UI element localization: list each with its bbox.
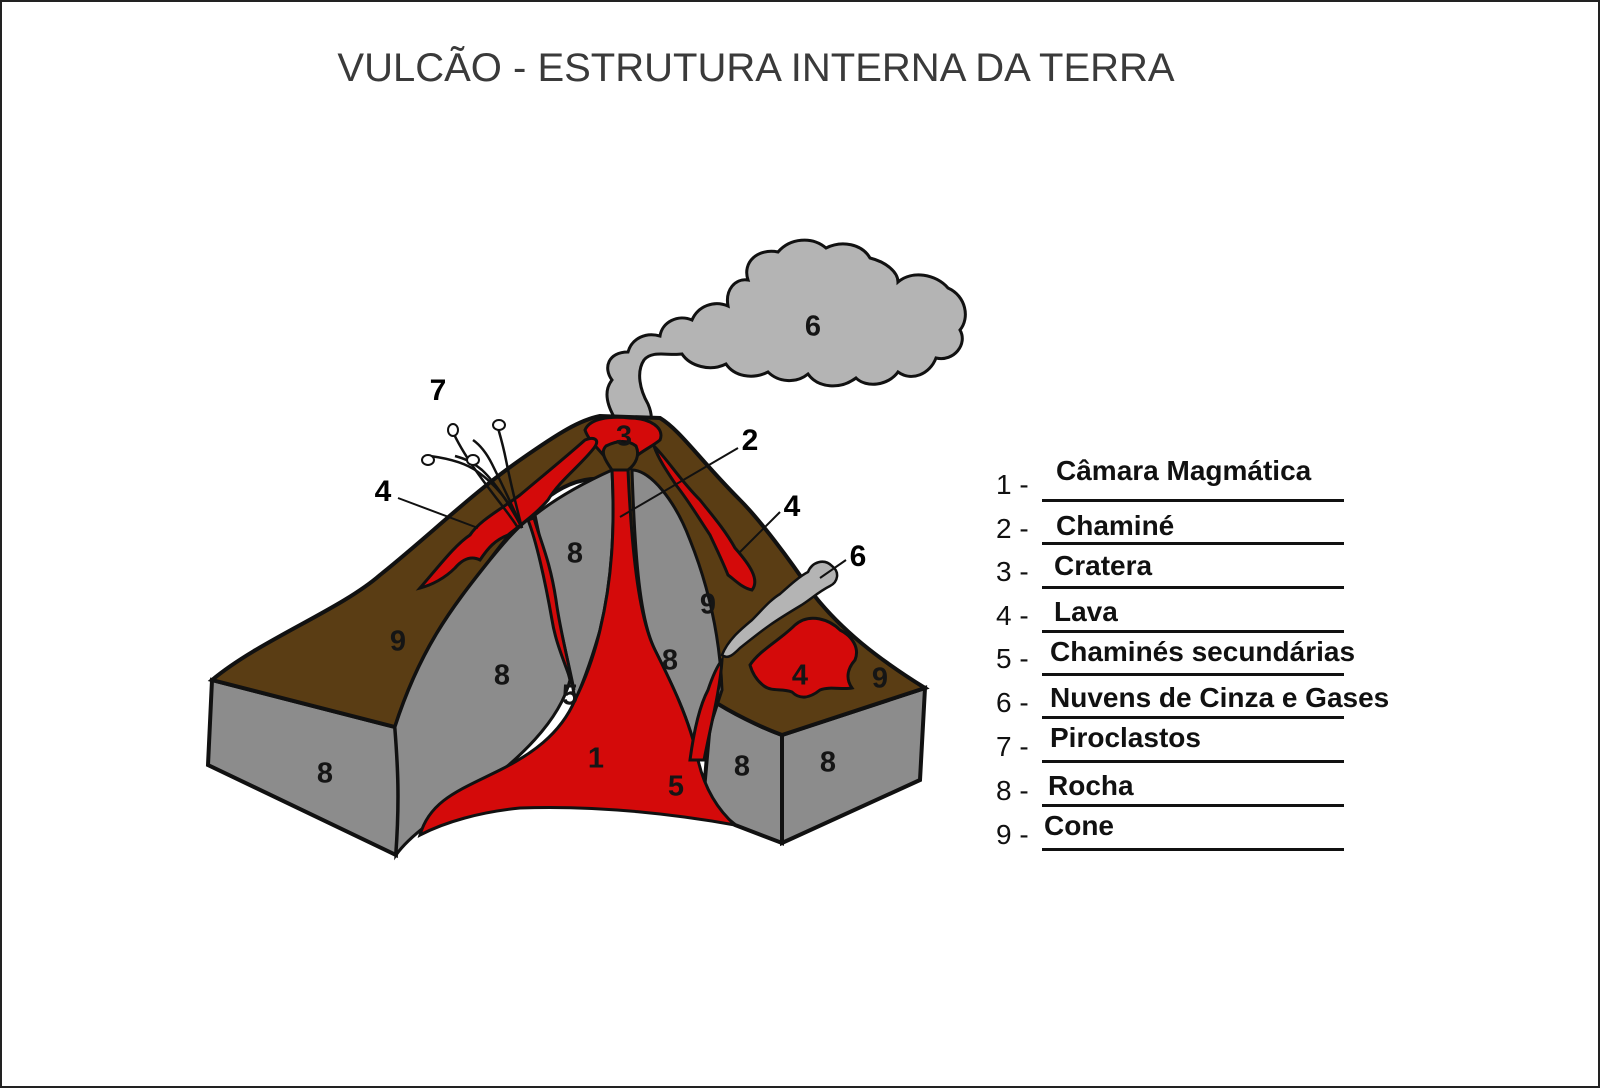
legend-label: Nuvens de Cinza e Gases [1050, 682, 1390, 713]
gas-puff-small [720, 560, 839, 659]
callout-pyroclasts: 7 [430, 374, 447, 407]
callout-chimney: 2 [742, 424, 759, 457]
legend-line [1042, 586, 1344, 589]
page-title: VULCÃO - ESTRUTURA INTERNA DA TERRA [337, 46, 1175, 90]
magma-chamber [417, 415, 741, 838]
legend-label: Chaminé [1056, 510, 1175, 541]
label-cone-right-far: 9 [872, 663, 888, 695]
legend-label: Cone [1044, 810, 1114, 841]
pyroclast-trails [429, 427, 524, 529]
callout-gas-small: 6 [850, 540, 867, 573]
legend-number: 3 - [996, 556, 1029, 587]
label-rock-center-right: 8 [662, 645, 678, 677]
legend-number: 2 - [996, 513, 1029, 544]
label-crater: 3 [616, 421, 632, 453]
legend-number: 1 - [996, 469, 1029, 500]
legend-number: 9 - [996, 819, 1029, 850]
legend-number: 8 - [996, 775, 1029, 806]
legend-line [1042, 630, 1344, 633]
label-rock-left-inner: 8 [494, 660, 510, 692]
legend-number: 5 - [996, 643, 1029, 674]
legend-line [1042, 716, 1344, 719]
legend-number: 4 - [996, 600, 1029, 631]
label-cone-right: 9 [700, 589, 716, 621]
legend-label: Lava [1054, 596, 1118, 627]
legend-number: 7 - [996, 731, 1029, 762]
callout-lines [397, 447, 847, 579]
legend-line [1042, 848, 1344, 851]
legend-line [1042, 760, 1344, 763]
legend-label: Chaminés secundárias [1050, 636, 1356, 667]
label-rock-center-left: 8 [567, 538, 583, 570]
label-cone-left: 9 [390, 626, 406, 658]
secondary-vent-left [526, 516, 576, 691]
ash-cloud [605, 238, 967, 434]
legend-number: 6 - [996, 687, 1029, 718]
lava-pool-right [748, 616, 858, 699]
label-secondary-vent-right: 5 [668, 771, 684, 803]
label-lava-pool: 4 [792, 660, 808, 692]
legend-line [1042, 542, 1344, 545]
label-rock-right-slab-a: 8 [734, 751, 750, 783]
legend-line [1042, 673, 1344, 676]
legend-line [1042, 804, 1344, 807]
legend-label: Piroclastos [1050, 722, 1201, 753]
legend-label: Câmara Magmática [1056, 455, 1312, 486]
pyroclast-rocks [421, 419, 506, 466]
label-rock-left-slab: 8 [317, 758, 333, 790]
secondary-vent-right [688, 655, 724, 762]
callout-lava-right-flank: 4 [784, 490, 801, 523]
legend-label: Cratera [1054, 550, 1153, 581]
label-chamber: 1 [588, 743, 604, 775]
crater-rim [601, 440, 640, 472]
legend-label: Rocha [1048, 770, 1134, 801]
callout-lava-left: 4 [375, 475, 392, 508]
legend-line [1042, 499, 1344, 502]
label-rock-right-slab-b: 8 [820, 747, 836, 779]
label-secondary-vent-left: 5 [562, 680, 578, 712]
label-cloud-main: 6 [805, 311, 821, 343]
